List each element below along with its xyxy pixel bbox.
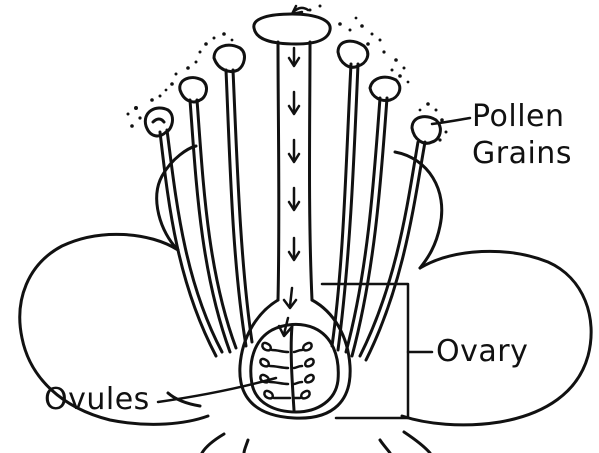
leader-lines (158, 118, 470, 418)
pollen-grains-label-line1: Pollen (472, 101, 565, 133)
pistil (240, 14, 350, 418)
ovules-label: Ovules (44, 384, 150, 416)
pollen-grains-label-line2: Grains (472, 138, 572, 170)
ovary-label: Ovary (436, 336, 528, 368)
ovules (260, 343, 313, 399)
pollen-tube-arrows (279, 6, 308, 336)
pollen-grains (127, 5, 448, 142)
